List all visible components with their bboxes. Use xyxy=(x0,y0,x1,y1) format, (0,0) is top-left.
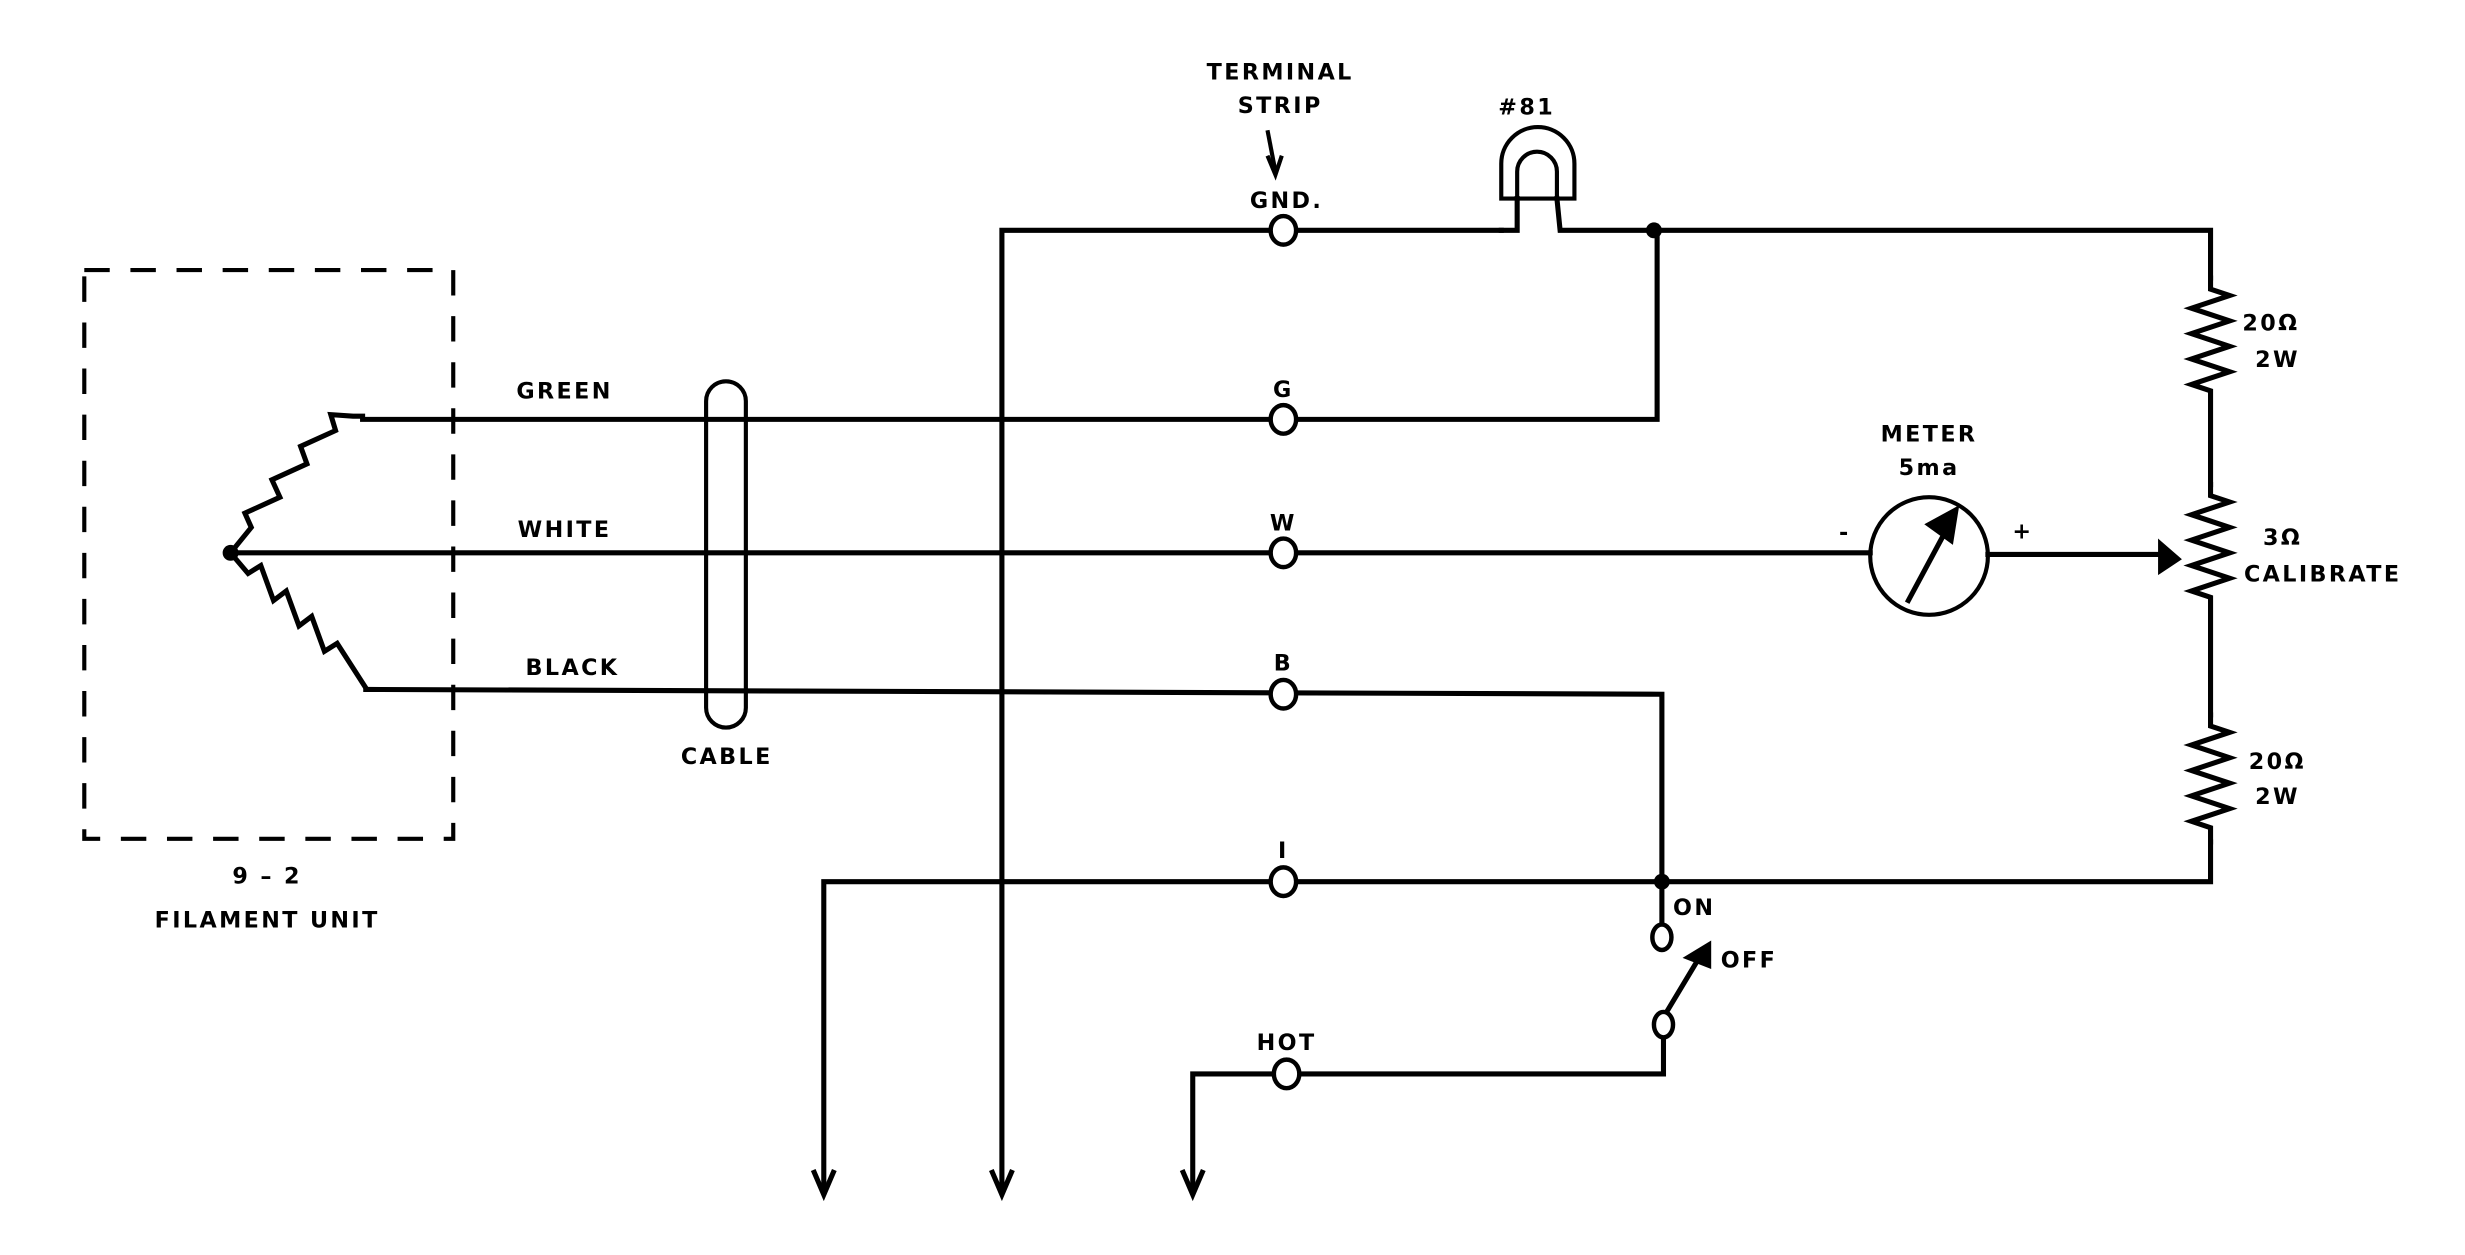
green-wire xyxy=(360,227,1660,422)
terminal-label-w: W xyxy=(1270,511,1297,537)
meter-range: 5ma xyxy=(1899,455,1960,481)
wiper-arrow-icon xyxy=(2158,538,2182,576)
filament-lower-resistor-icon xyxy=(227,549,370,692)
terminal-g xyxy=(1268,402,1299,436)
resistor-bottom-value: 20Ω xyxy=(2249,749,2306,775)
terminal-gnd xyxy=(1268,213,1299,247)
pot-value: 3Ω xyxy=(2263,525,2302,551)
switch-pivot-contact xyxy=(1651,1009,1676,1040)
meter-icon xyxy=(1868,495,1990,617)
resistor-20-ohm-bottom-icon xyxy=(2183,712,2238,845)
black-wire xyxy=(363,686,1665,885)
meter-plus: + xyxy=(2012,519,2033,545)
terminal-label-b: B xyxy=(1274,650,1293,676)
filament-unit-label: FILAMENT UNIT xyxy=(155,908,380,934)
pot-label: CALIBRATE xyxy=(2244,561,2402,587)
switch-off-label: OFF xyxy=(1721,947,1777,973)
meter-minus: - xyxy=(1839,520,1851,546)
terminal-strip-subtitle: STRIP xyxy=(1238,93,1323,119)
resistor-bottom-rating: 2W xyxy=(2255,784,2300,810)
cable-label: CABLE xyxy=(681,744,773,770)
terminal-label-g: G xyxy=(1273,377,1294,403)
pointer-arrow-icon xyxy=(1265,129,1284,181)
potentiometer-3-ohm-icon xyxy=(2183,481,2238,718)
terminal-strip-title: TERMINAL xyxy=(1207,59,1354,85)
resistor-top-rating: 2W xyxy=(2255,347,2300,373)
filament-upper-resistor-icon xyxy=(227,411,366,557)
terminal-w xyxy=(1268,536,1299,570)
green-wire-label: GREEN xyxy=(516,379,612,405)
lamp-label: #81 xyxy=(1498,94,1555,120)
lamp-icon xyxy=(1498,125,2214,281)
down-arrow-icon xyxy=(989,1169,1015,1202)
meter-label: METER xyxy=(1881,422,1978,448)
resistor-top-value: 20Ω xyxy=(2242,310,2299,336)
switch-junction-dot xyxy=(1653,873,1670,890)
switch-on-label: ON xyxy=(1673,895,1715,921)
i-lead xyxy=(821,839,2214,1194)
filament-unit-number: 9 – 2 xyxy=(232,863,302,889)
switch-on-contact xyxy=(1650,922,1674,953)
down-arrow-icon xyxy=(1179,1169,1206,1202)
lamp-junction-dot xyxy=(1645,222,1662,239)
black-wire-label: BLACK xyxy=(526,655,620,681)
white-wire-label: WHITE xyxy=(518,517,612,543)
terminal-hot xyxy=(1271,1057,1302,1091)
cable-bundle xyxy=(704,379,748,730)
terminal-label-i: I xyxy=(1278,838,1289,864)
terminal-i xyxy=(1268,865,1299,899)
ground-lead xyxy=(999,227,1504,1194)
resistor-20-ohm-top-icon xyxy=(2183,275,2238,488)
down-arrow-icon xyxy=(810,1169,837,1202)
terminal-label-hot: HOT xyxy=(1257,1030,1317,1056)
hot-lead xyxy=(1190,1033,1667,1194)
terminal-label-gnd: GND. xyxy=(1250,188,1323,214)
switch-lever-icon xyxy=(1663,940,1712,1016)
terminal-b xyxy=(1268,677,1299,711)
